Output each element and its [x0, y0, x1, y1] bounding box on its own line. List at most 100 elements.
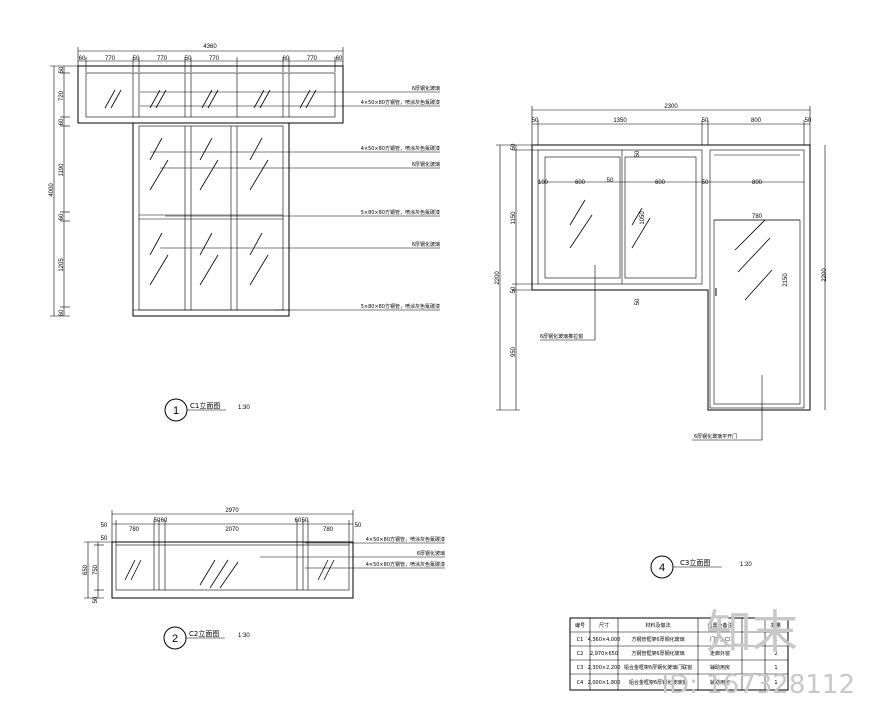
table-cell: 辅助用房 — [710, 664, 730, 671]
c1-note: 4×50×80方钢管，喷涂灰色氟碳漆 — [361, 99, 440, 106]
c3-left-dim: 2200 — [495, 271, 501, 285]
c1-elevation: 4360 60 770 50 770 50 770 60 770 60 50 7… — [49, 44, 440, 422]
c3-dim-ticks — [531, 106, 811, 145]
c1-total-height: 4000 — [49, 183, 55, 197]
c2-dim-ticks — [111, 510, 354, 545]
c1-note: 4×50×80方钢管，喷涂灰色氟碳漆 — [361, 145, 440, 152]
c2-top-dim: 60 — [295, 518, 302, 524]
table-cell: 门厅入口 — [710, 636, 730, 643]
c3-leader-door — [692, 375, 763, 441]
c1-left-dim: 1205 — [59, 258, 65, 272]
table-outline — [569, 617, 789, 691]
window-schedule-table: 编号 尺寸 材料及做法 位置及备注 数量 C1 4,360×4,000 方钢管框… — [569, 617, 789, 691]
c1-left-dim: 720 — [59, 90, 65, 101]
c2-top-dim: 50 — [355, 523, 362, 529]
c1-left-dim: 60 — [59, 213, 65, 220]
c3-leader-window — [540, 265, 596, 341]
table-cell: 1 — [774, 665, 777, 671]
c3-window-sash-left — [544, 156, 621, 279]
table-cell: 2,970×650 — [590, 651, 618, 657]
c3-inner-dim: 50 — [607, 178, 614, 184]
c1-glass-hatch — [104, 89, 317, 286]
c3-right-dim: 2200 — [822, 268, 828, 282]
c1-label-num: 1 — [173, 405, 179, 417]
c1-lower-mullions — [133, 126, 289, 311]
c3-inner-dim: 50 — [702, 180, 709, 186]
c2-top-dim: 780 — [323, 527, 334, 533]
table-header: 材料及做法 — [645, 622, 670, 629]
c1-left-dim: 50 — [59, 66, 65, 73]
c1-top-dim: 770 — [157, 56, 168, 62]
table-cell: 1 — [774, 637, 777, 643]
c3-window-sash-right — [624, 156, 697, 279]
c1-lower-inner — [138, 125, 284, 311]
c3-top-dim: 50 — [702, 118, 709, 124]
table-cell: 铝合金框架6厚钢化玻璃门联窗 — [624, 664, 692, 671]
c3-title: C3立面图 — [680, 558, 710, 567]
c3-note: 6厚钢化玻璃平开门 — [694, 433, 737, 440]
table-cell: C3 — [577, 665, 584, 671]
c1-top-dim: 770 — [105, 56, 116, 62]
c2-elevation: 2970 50 780 50 60 2070 60 50 780 50 50 6… — [83, 508, 445, 650]
c2-frame — [111, 541, 354, 599]
c2-left-dim: 750 — [93, 564, 99, 575]
table-cell: C1 — [577, 637, 584, 643]
c1-top-dim: 60 — [79, 56, 86, 62]
c3-top-dim: 50 — [805, 118, 812, 124]
c2-left-ticks — [84, 541, 112, 599]
table-cell: 4,360×4,000 — [588, 637, 621, 643]
c1-note: 5×80×80方钢管，喷涂灰色氟碳漆 — [361, 303, 440, 310]
table-cell: 铝合金框架6厚钢化玻璃窗 — [629, 679, 687, 686]
c2-inner — [115, 544, 350, 591]
table-cell: 方钢管框架6厚钢化玻璃 — [631, 636, 684, 643]
table-cell: 2,300×2,200 — [588, 665, 621, 671]
watermark: 知末 ID: 167328112 — [661, 605, 855, 700]
c3-window-frame — [537, 149, 703, 285]
c3-top-dim: 1350 — [613, 118, 627, 124]
c1-note: 6厚钢化玻璃 — [412, 85, 440, 92]
table-cell: C2 — [577, 651, 584, 657]
c2-top-dim: 50 — [302, 518, 309, 524]
table-header: 数量 — [771, 622, 781, 629]
c3-left-ticks — [496, 144, 538, 411]
c2-mullions — [153, 545, 309, 590]
c1-top-dim: 770 — [209, 56, 220, 62]
c1-scale: 1:30 — [238, 405, 250, 411]
c3-mid-dim: 1050 — [640, 211, 646, 225]
table-cell: 2,000×1,800 — [588, 680, 621, 686]
c3-total-width: 2300 — [664, 104, 678, 110]
c1-note: 6厚钢化玻璃 — [412, 161, 440, 168]
c3-outline — [531, 144, 811, 411]
table-cell: 辅助用房 — [710, 679, 730, 686]
c1-note: 6厚钢化玻璃 — [412, 241, 440, 248]
watermark-brand: 知末 — [706, 605, 798, 659]
c2-scale: 1:30 — [238, 633, 250, 639]
c3-right-dim: 2150 — [783, 273, 789, 287]
c2-note: 4×50×80方钢管，喷涂灰色氟碳漆 — [366, 536, 445, 543]
c2-top-dim: 780 — [129, 527, 140, 533]
table-grid — [570, 618, 788, 690]
c1-note: 5×80×80方钢管，喷涂灰色氟碳漆 — [361, 209, 440, 216]
c3-mid-dim: 50 — [635, 298, 641, 305]
c2-left-dim: 50 — [93, 596, 99, 603]
c3-door-frame — [709, 149, 805, 409]
c1-top-dim: 60 — [336, 56, 343, 62]
c3-glass-hatch — [569, 199, 773, 301]
table-cell: 走廊外窗 — [710, 650, 730, 657]
c3-left-dim: 50 — [511, 143, 517, 150]
table-cell: 方钢管框架6厚钢化玻璃 — [631, 650, 684, 657]
c1-top-mullions — [132, 73, 290, 117]
c3-label-num: 4 — [659, 562, 665, 574]
c1-left-dim: 60 — [59, 309, 65, 316]
table-header: 编号 — [575, 622, 585, 629]
c3-inner-dim: 800 — [752, 180, 763, 186]
c3-inner-dim: 600 — [655, 180, 666, 186]
c1-top-dim: 50 — [185, 56, 192, 62]
c2-top-dim: 60 — [161, 518, 168, 524]
c2-note: 4×50×80方钢管，喷涂灰色氟碳漆 — [366, 561, 445, 568]
c3-top-dim: 800 — [751, 118, 762, 124]
c3-left-dim: 950 — [511, 346, 517, 357]
c2-top-dim: 50 — [101, 523, 108, 529]
